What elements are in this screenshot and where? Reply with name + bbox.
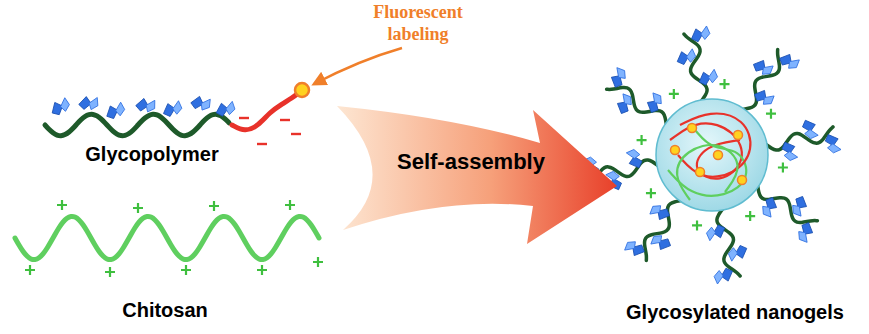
positive-charge — [766, 109, 776, 119]
glyco-block — [45, 114, 229, 135]
glyco-corona — [645, 200, 686, 260]
nanogel-core — [656, 99, 768, 211]
sugar-unit — [676, 48, 697, 65]
core-strand — [677, 145, 738, 200]
fluorescent-dye — [714, 151, 723, 160]
glyco-corona — [762, 127, 832, 150]
sugar-unit — [623, 237, 647, 259]
product-name: Glycosylated nanogels — [626, 300, 844, 324]
fluorescent-dye — [295, 83, 309, 97]
sugar-unit — [752, 86, 776, 108]
negative-charge — [280, 119, 290, 121]
anionic-block — [232, 92, 300, 130]
sugar-unit — [824, 133, 841, 154]
glyco-corona — [607, 88, 667, 129]
positive-charge — [133, 203, 143, 213]
sugar-unit — [162, 100, 183, 117]
arrow-label: Self-assembly — [397, 149, 545, 175]
positive-charge — [25, 265, 35, 275]
sugar-unit — [135, 96, 157, 114]
sugar-unit — [777, 50, 801, 72]
glyco-corona — [738, 50, 779, 110]
arrow-outline — [337, 106, 617, 244]
annotation: Fluorescent labeling — [353, 2, 483, 45]
positive-charge — [745, 211, 755, 221]
negative-charge — [257, 143, 267, 145]
fluorescent-dye — [671, 146, 680, 155]
negative-charge — [239, 117, 249, 119]
positive-charge — [646, 188, 656, 198]
sugar-unit — [727, 244, 748, 261]
sugar-unit — [794, 220, 816, 244]
sugar-unit — [215, 101, 235, 117]
fluorescent-dye — [688, 124, 697, 133]
glyco-corona — [684, 34, 707, 104]
sugar-unit — [649, 231, 673, 253]
positive-charge — [313, 257, 323, 267]
positive-charge — [692, 220, 702, 230]
positive-charge — [181, 265, 191, 275]
positive-charge — [720, 79, 730, 89]
label-pointer — [314, 48, 402, 84]
positive-charge — [257, 265, 267, 275]
sugar-unit — [607, 66, 629, 90]
sugar-unit — [104, 102, 126, 120]
sugar-unit — [643, 91, 665, 115]
sugar-unit — [705, 224, 726, 241]
positive-charge — [57, 200, 67, 210]
sugar-unit — [697, 69, 718, 86]
sugar-unit — [751, 56, 775, 78]
positive-charge — [669, 89, 679, 99]
sugar-unit — [626, 148, 643, 169]
sugar-unit — [648, 201, 672, 223]
sugar-unit — [613, 92, 635, 116]
positive-charge — [285, 200, 295, 210]
process-arrow: Self-assembly — [335, 88, 620, 248]
component-name: Chitosan — [122, 298, 208, 322]
negative-charge — [291, 133, 301, 135]
sugar-unit — [788, 194, 810, 218]
glyco-corona — [757, 181, 817, 222]
glyco-corona — [717, 205, 740, 275]
component-name: Glycopolymer — [85, 142, 218, 166]
positive-charge — [209, 201, 219, 211]
sugar-unit — [189, 93, 212, 113]
positive-charge — [778, 163, 788, 173]
positive-charge — [105, 267, 115, 277]
sugar-unit — [690, 26, 711, 43]
sugar-unit — [78, 95, 99, 112]
sugar-unit — [713, 267, 734, 284]
positive-charge — [637, 135, 647, 145]
fluorescent-dye — [734, 131, 743, 140]
sugar-unit — [801, 119, 818, 140]
sugar-unit — [758, 195, 780, 219]
chitosan-chain — [15, 216, 319, 259]
fluorescent-dye — [738, 176, 747, 185]
sugar-unit — [49, 97, 72, 117]
sugar-unit — [781, 140, 798, 161]
fluorescent-dye — [696, 168, 705, 177]
